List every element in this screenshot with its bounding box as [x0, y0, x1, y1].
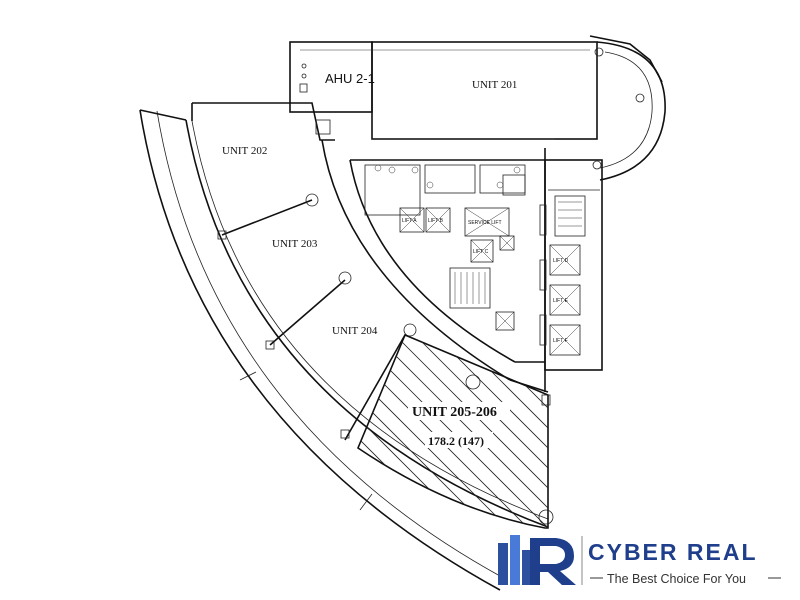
outer-facade: [139, 109, 549, 591]
service-lift-label: SERVICE LIFT: [468, 220, 502, 226]
lift-b-label: LIFT B: [428, 218, 444, 224]
lift-c-label: LIFT C: [473, 249, 489, 255]
unit-205-206-area-text: 178.2 (147): [428, 434, 484, 448]
lift-e-label: LIFT E: [553, 298, 569, 304]
west-units: [191, 102, 417, 441]
lift-d-label: LIFT D: [553, 258, 569, 264]
north-wing: [289, 35, 666, 181]
lift-a-label: LIFT A: [402, 218, 417, 224]
unit-202-label: UNIT 202: [222, 145, 267, 157]
unit-203-label: UNIT 203: [272, 238, 318, 250]
unit-201-label: UNIT 201: [472, 79, 517, 91]
brand-tagline: The Best Choice For You: [607, 572, 746, 586]
ahu-label: AHU 2-1: [325, 71, 375, 86]
cyber-real-logo: [498, 535, 583, 585]
unit-205-206-label: UNIT 205-206: [412, 405, 497, 420]
lift-f-label: LIFT F: [553, 338, 568, 344]
unit-204-label: UNIT 204: [332, 325, 378, 337]
core: [321, 139, 603, 393]
brand-name: CYBER REAL: [588, 539, 758, 565]
